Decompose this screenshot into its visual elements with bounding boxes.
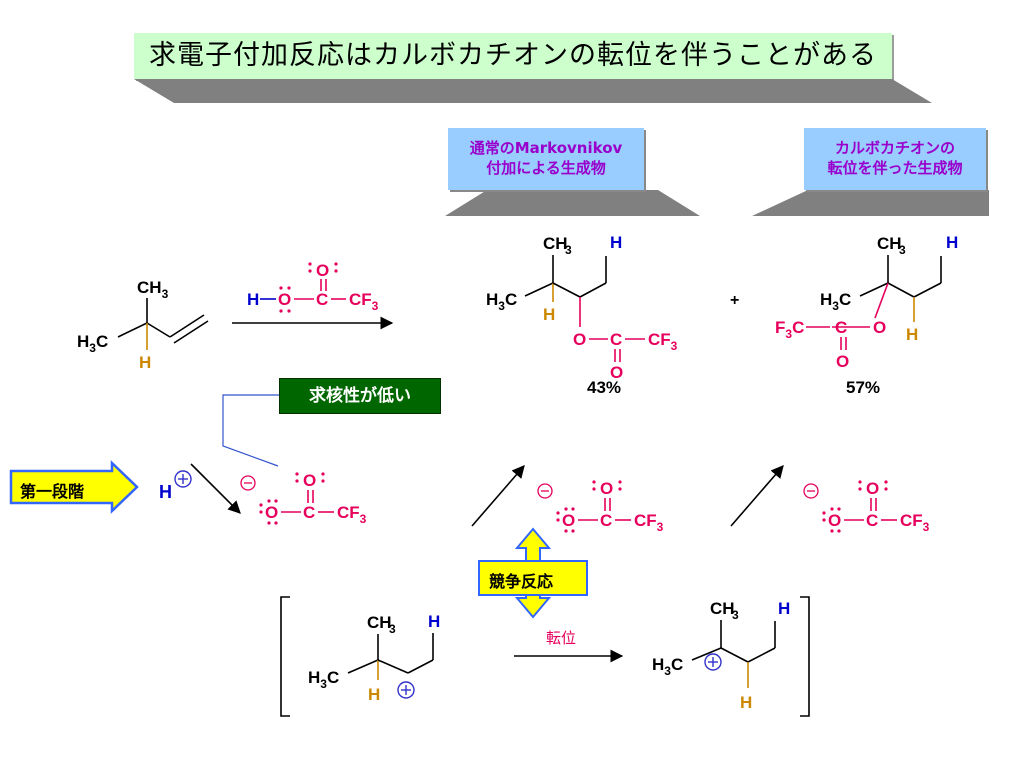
left-bracket xyxy=(280,596,290,717)
markovnikov-label: 通常のMarkovnikov 付加による生成物 xyxy=(448,128,644,190)
tertiary-carbocation: CH 3 H3C H H xyxy=(652,599,790,712)
svg-text:O: O xyxy=(278,290,291,309)
first-step-arrow xyxy=(9,460,139,514)
svg-text:H3C: H3C xyxy=(820,290,851,313)
trifluoroacetate-2: O C O CF3 xyxy=(537,479,664,534)
markovnikov-yield: 43% xyxy=(587,378,621,397)
markovnikov-label-line1: 通常のMarkovnikov xyxy=(469,139,623,157)
svg-text:CH: CH xyxy=(877,234,902,253)
svg-text:O: O xyxy=(610,363,623,382)
nucleophile-note-text: 求核性が低い xyxy=(309,386,411,406)
svg-text:H: H xyxy=(247,290,259,309)
trifluoroacetate-1: O C O CF3 xyxy=(240,471,367,526)
markovnikov-label-shadow xyxy=(445,190,700,216)
svg-text:O: O xyxy=(600,479,613,498)
svg-text:CF3: CF3 xyxy=(648,330,678,353)
svg-text:H: H xyxy=(946,233,958,252)
attack-arrow-rearranged xyxy=(730,465,784,527)
callout-line xyxy=(222,394,279,467)
svg-text:CH: CH xyxy=(710,599,735,618)
right-bracket xyxy=(800,596,810,717)
trifluoroacetate-3: O C O CF3 xyxy=(803,479,930,534)
rearranged-label-line2: 転位を伴った生成物 xyxy=(827,159,963,177)
svg-text:CF3: CF3 xyxy=(337,503,367,526)
svg-text:C: C xyxy=(316,290,328,309)
alkene-ch3: CH3 xyxy=(137,278,169,301)
alkene-h: H xyxy=(139,353,151,372)
svg-text:C: C xyxy=(610,330,622,349)
reagent-tfa: H O C O CF3 xyxy=(247,261,379,313)
proton: H xyxy=(159,470,192,502)
svg-text:C: C xyxy=(600,511,612,530)
markovnikov-product: CH 3 H3C H H O C O CF3 xyxy=(486,233,678,382)
svg-text:O: O xyxy=(562,511,575,530)
svg-text:H: H xyxy=(428,612,440,631)
protonation-arrow xyxy=(190,463,241,514)
svg-text:O: O xyxy=(866,479,879,498)
svg-text:O: O xyxy=(836,352,849,371)
svg-text:F3C: F3C xyxy=(775,318,804,341)
svg-text:3: 3 xyxy=(389,622,396,636)
competition-label: 競争反応 xyxy=(489,572,554,591)
svg-text:H: H xyxy=(740,693,752,712)
markovnikov-label-line2: 付加による生成物 xyxy=(486,159,606,177)
rearranged-label-line1: カルボカチオンの xyxy=(834,139,955,157)
svg-text:H: H xyxy=(543,305,555,324)
svg-text:3: 3 xyxy=(565,243,572,257)
svg-text:3: 3 xyxy=(732,608,739,622)
starting-alkene: CH3 H3C H xyxy=(77,278,209,372)
svg-text:O: O xyxy=(265,503,278,522)
title-shadow xyxy=(134,79,932,103)
svg-text:CF3: CF3 xyxy=(634,511,664,534)
svg-text:H3C: H3C xyxy=(486,290,517,313)
svg-text:O: O xyxy=(873,318,886,337)
title-box: 求電子付加反応はカルボカチオンの転位を伴うことがある xyxy=(134,33,892,79)
svg-text:O: O xyxy=(573,330,586,349)
svg-text:H: H xyxy=(610,233,622,252)
rearranged-yield: 57% xyxy=(846,378,880,397)
nucleophile-note: 求核性が低い xyxy=(279,378,441,414)
svg-text:C: C xyxy=(866,511,878,530)
slide-title: 求電子付加反応はカルボカチオンの転位を伴うことがある xyxy=(149,40,877,71)
secondary-carbocation: CH 3 H3C H H xyxy=(308,612,440,704)
svg-text:C: C xyxy=(835,318,847,337)
svg-text:H3C: H3C xyxy=(652,655,683,678)
svg-text:CF3: CF3 xyxy=(900,511,930,534)
svg-text:O: O xyxy=(303,471,316,490)
svg-text:H3C: H3C xyxy=(308,668,339,691)
svg-text:CF3: CF3 xyxy=(349,290,379,313)
rearrangement-label: 転位 xyxy=(546,629,577,647)
svg-text:O: O xyxy=(316,261,329,280)
rearranged-label: カルボカチオンの 転位を伴った生成物 xyxy=(804,128,986,190)
first-step-label: 第一段階 xyxy=(20,482,85,501)
plus-sign: + xyxy=(730,292,739,309)
mk-ch3: CH xyxy=(543,234,568,253)
svg-text:H: H xyxy=(906,325,918,344)
svg-text:O: O xyxy=(828,511,841,530)
rearranged-label-shadow xyxy=(752,190,989,216)
competition-box xyxy=(478,560,588,596)
svg-text:CH: CH xyxy=(367,613,392,632)
svg-text:C: C xyxy=(303,503,315,522)
rearranged-product: CH 3 H3C H H O C O F3C xyxy=(775,233,958,371)
svg-text:H: H xyxy=(368,685,380,704)
svg-text:H: H xyxy=(159,482,172,502)
attack-arrow-markovnikov xyxy=(471,465,525,527)
alkene-h3c: H3C xyxy=(77,332,108,355)
svg-text:3: 3 xyxy=(899,243,906,257)
svg-text:H: H xyxy=(778,599,790,618)
